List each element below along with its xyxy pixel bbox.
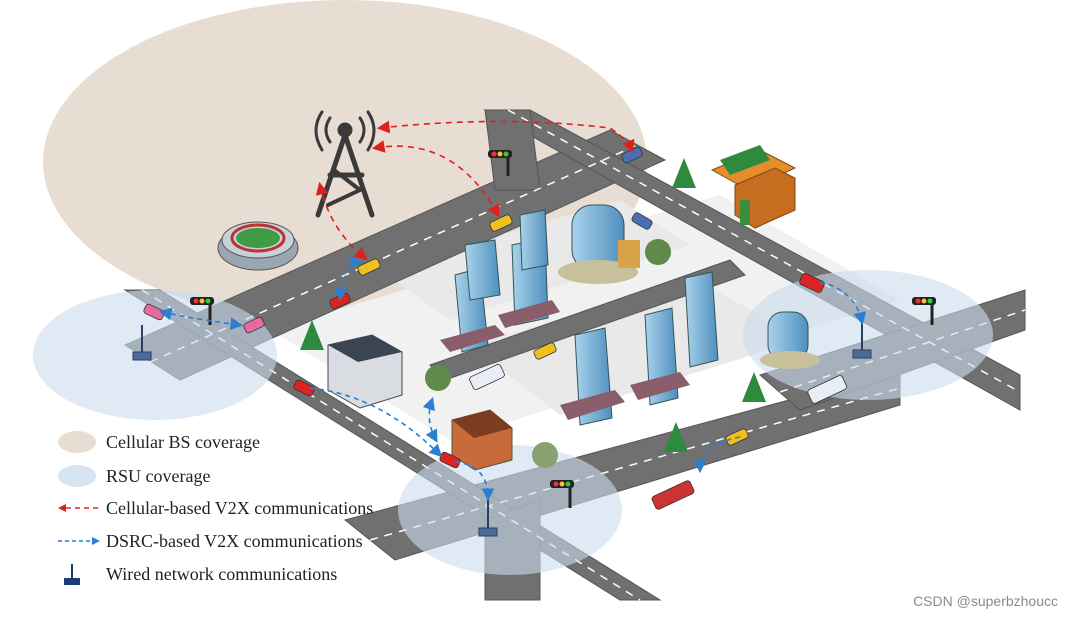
bus-icon <box>651 480 695 510</box>
taxi-icon <box>533 342 557 360</box>
car-icon <box>631 212 653 230</box>
dsrc-v2x-links <box>158 255 867 502</box>
legend-item-wired: Wired network communications <box>58 562 337 586</box>
car-icon <box>799 273 825 293</box>
rsu-post-icon <box>132 325 152 361</box>
city-block-2 <box>470 280 800 415</box>
rsu-post-icon <box>478 500 498 537</box>
watermark-text: CSDN @superbzhoucc <box>913 593 1058 609</box>
rsu-post-icon <box>852 322 872 359</box>
tower-building <box>519 209 549 271</box>
legend-item-dsrc-v2x: DSRC-based V2X communications <box>58 529 363 553</box>
rsu-post-icon <box>64 564 80 585</box>
shop-building-bottom <box>451 409 513 471</box>
tree-icon <box>664 422 688 452</box>
red-dashed-arrow-icon <box>58 504 98 512</box>
tree-icon <box>300 320 324 350</box>
trees <box>300 158 766 468</box>
bus-icon <box>469 364 505 390</box>
tree-icon <box>672 158 696 188</box>
legend-label: Cellular-based V2X communications <box>106 497 374 518</box>
legend-label: Cellular BS coverage <box>106 431 260 452</box>
tower-building <box>684 271 719 368</box>
legend-item-cellular-v2x: Cellular-based V2X communications <box>58 496 373 520</box>
vehicles <box>143 146 848 510</box>
legend-label: DSRC-based V2X communications <box>106 530 363 551</box>
car-icon <box>243 316 265 334</box>
car-icon <box>293 379 315 397</box>
legend-label: Wired network communications <box>106 563 338 584</box>
glass-towers <box>440 209 719 426</box>
legend-label: RSU coverage <box>106 465 211 486</box>
traffic-light-icon <box>550 480 574 508</box>
legend-item-rsu: RSU coverage <box>58 464 210 488</box>
shop-building-left <box>327 334 403 409</box>
bus-icon <box>807 375 848 404</box>
tree-icon <box>645 239 671 265</box>
tree-icon <box>532 442 558 468</box>
blue-ellipse-icon <box>58 465 96 487</box>
blue-dashed-arrow-icon <box>58 537 100 545</box>
rsu-posts <box>132 322 872 537</box>
tree-icon <box>742 372 766 402</box>
beige-ellipse-icon <box>58 431 96 453</box>
round-office-building <box>558 204 640 284</box>
round-office-building-right <box>760 311 820 369</box>
cellular-v2x-links <box>315 120 635 260</box>
tree-icon <box>425 365 451 391</box>
stadium-icon <box>217 221 299 271</box>
rsu-coverage-bottom <box>398 445 622 575</box>
tower-building <box>464 239 501 301</box>
legend-item-cellular-bs: Cellular BS coverage <box>58 430 260 454</box>
traffic-light-icon <box>912 297 936 325</box>
tower-building <box>630 307 690 406</box>
taxi-icon <box>489 214 513 232</box>
tower-building <box>560 327 625 426</box>
gas-station-icon <box>710 145 797 229</box>
